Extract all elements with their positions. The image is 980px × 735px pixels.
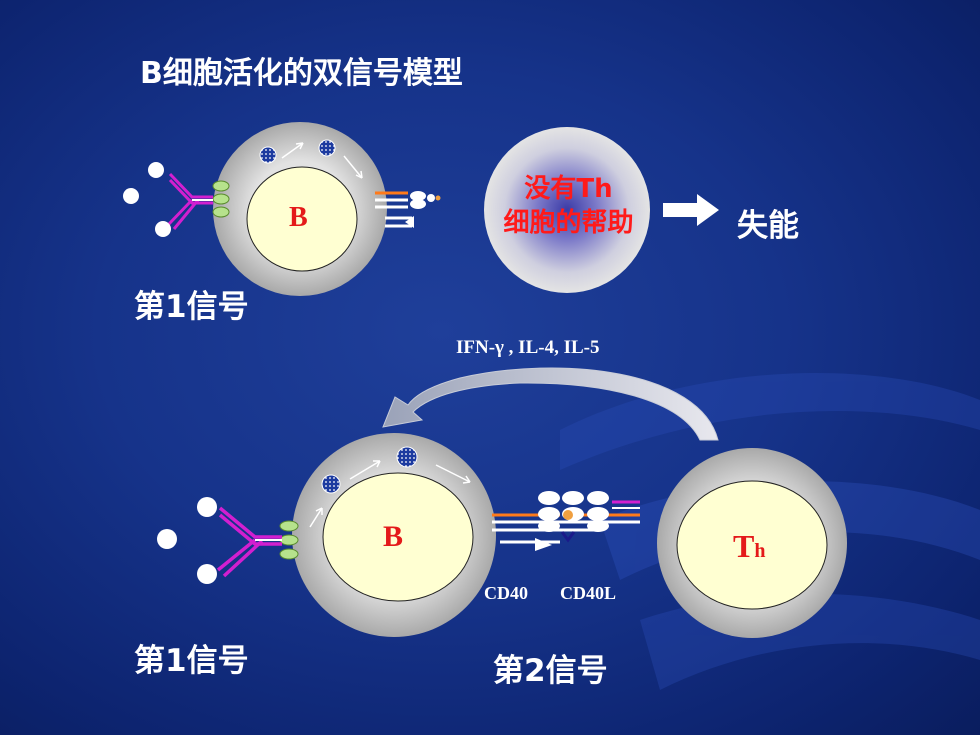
anergy-arrow-icon — [663, 194, 719, 226]
antigen-icon — [148, 162, 164, 178]
bcr-antibody-bottom — [157, 497, 282, 584]
internalization-arrow-icon — [281, 142, 304, 159]
b-cell-bottom — [279, 433, 496, 637]
cytokine-arrow-icon — [382, 367, 719, 441]
receptor-icon — [212, 180, 230, 192]
antigen-particle-icon — [321, 474, 341, 494]
no-th-help-line2: 细胞的帮助 — [503, 208, 634, 238]
th-cell-label-main: T — [733, 528, 755, 564]
slide-title: B细胞活化的双信号模型 — [140, 56, 463, 91]
no-th-sphere — [484, 127, 650, 293]
antigen-icon — [157, 529, 177, 549]
receptor-icon — [212, 193, 230, 205]
receptor-icon — [279, 548, 299, 560]
b-cell-bottom-nucleus — [322, 472, 474, 602]
b-cell-bottom-label: B — [383, 520, 404, 553]
no-th-help-text: 没有Th 细胞的帮助 — [487, 172, 650, 240]
receptor-icon — [212, 206, 230, 218]
b-cell-top — [212, 122, 387, 296]
cd40-cd40l-interaction — [492, 491, 640, 551]
th-cell — [657, 448, 847, 638]
b-cell-top-nucleus — [246, 166, 358, 272]
anergy-label: 失能 — [737, 208, 799, 244]
antigen-particle-icon — [396, 446, 418, 468]
antigen-icon — [123, 188, 139, 204]
antigen-icon — [197, 564, 217, 584]
signal2-label: 第2信号 — [493, 653, 608, 689]
internalization-arrow-icon — [343, 155, 363, 179]
internalization-arrow-icon — [435, 464, 471, 483]
signal1-label-top: 第1信号 — [134, 289, 249, 325]
th-cell-label-sub: h — [754, 540, 766, 562]
cd40-stub-top — [375, 191, 441, 228]
antigen-particle-icon — [318, 139, 336, 157]
antigen-icon — [197, 497, 217, 517]
cytokines-label: IFN-γ , IL-4, IL-5 — [456, 337, 600, 358]
cd40-label: CD40 — [484, 583, 528, 603]
cd40l-label: CD40L — [560, 583, 617, 603]
antigen-icon — [155, 221, 171, 237]
signal1-label-bottom: 第1信号 — [134, 643, 249, 679]
bcr-antibody-top — [123, 162, 213, 237]
antigen-particle-icon — [259, 146, 277, 164]
th-cell-nucleus — [676, 480, 828, 610]
receptor-icon — [279, 520, 299, 532]
receptor-icon — [279, 534, 299, 546]
internalization-arrow-icon — [349, 460, 381, 480]
b-cell-top-label: B — [289, 202, 308, 233]
th-cell-label: Th — [733, 528, 765, 565]
no-th-help-line1: 没有Th — [524, 174, 613, 204]
